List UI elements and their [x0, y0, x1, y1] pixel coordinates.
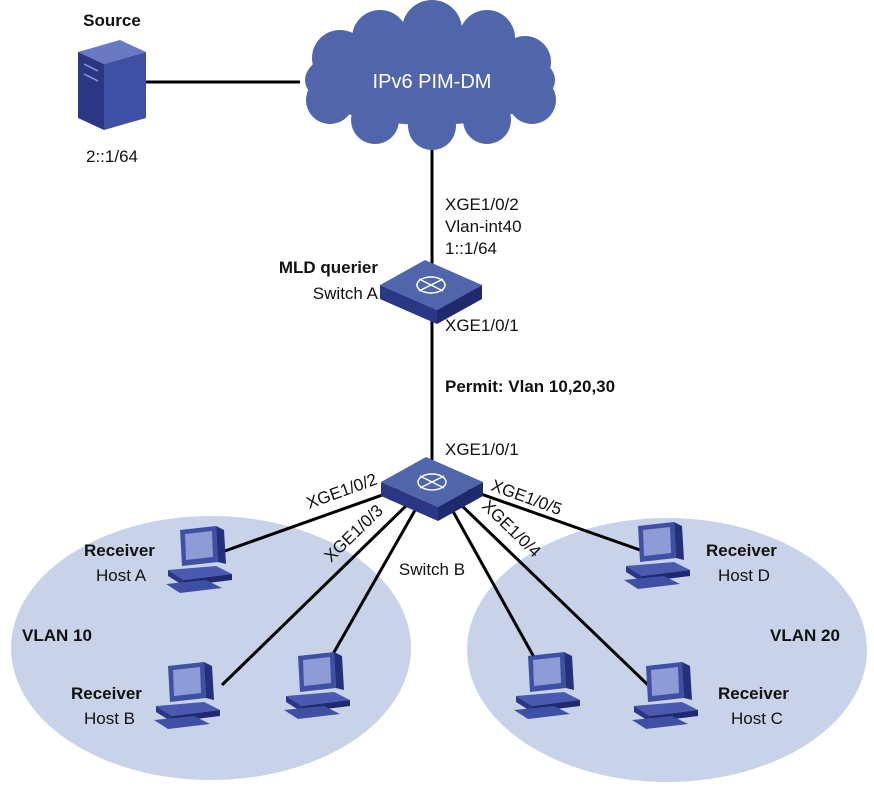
vlan10-label: VLAN 10	[22, 626, 92, 645]
switch-b-uplink-port: XGE1/0/1	[445, 440, 519, 459]
switch-a-role: MLD querier	[279, 258, 379, 277]
vlan20-label: VLAN 20	[770, 626, 840, 645]
link-host-b	[220, 500, 412, 687]
cloud-icon	[305, 0, 556, 150]
host-b-role: Receiver	[71, 684, 142, 703]
link-host-a	[221, 486, 403, 554]
switch-b-name: Switch B	[399, 560, 465, 579]
switch-a-vlanif: Vlan-int40	[445, 217, 522, 236]
host-c-role: Receiver	[718, 684, 789, 703]
source-title: Source	[83, 11, 141, 30]
host-c-name: Host C	[731, 709, 783, 728]
server-icon	[78, 40, 146, 130]
vlan20-area	[467, 518, 867, 782]
switch-a-uplink-port: XGE1/0/2	[445, 195, 519, 214]
switch-a-address: 1::1/64	[445, 239, 497, 258]
cloud-label: IPv6 PIM-DM	[373, 71, 492, 93]
host-a-name: Host A	[96, 566, 147, 585]
link-host-c	[456, 500, 650, 687]
switch-a-name: Switch A	[313, 284, 379, 303]
link-host-d	[463, 486, 641, 552]
switch-a-downlink-port: XGE1/0/1	[445, 316, 519, 335]
switch-b-icon	[381, 457, 483, 521]
host-d-name: Host D	[718, 566, 770, 585]
source-address: 2::1/64	[86, 147, 138, 166]
switch-a-icon	[380, 260, 482, 324]
link-host-vlan10	[323, 504, 420, 669]
host-a-role: Receiver	[84, 541, 155, 560]
host-d-role: Receiver	[706, 541, 777, 560]
link-host-vlan20	[448, 505, 542, 669]
host-b-name: Host B	[84, 709, 135, 728]
trunk-label: Permit: Vlan 10,20,30	[445, 377, 615, 396]
